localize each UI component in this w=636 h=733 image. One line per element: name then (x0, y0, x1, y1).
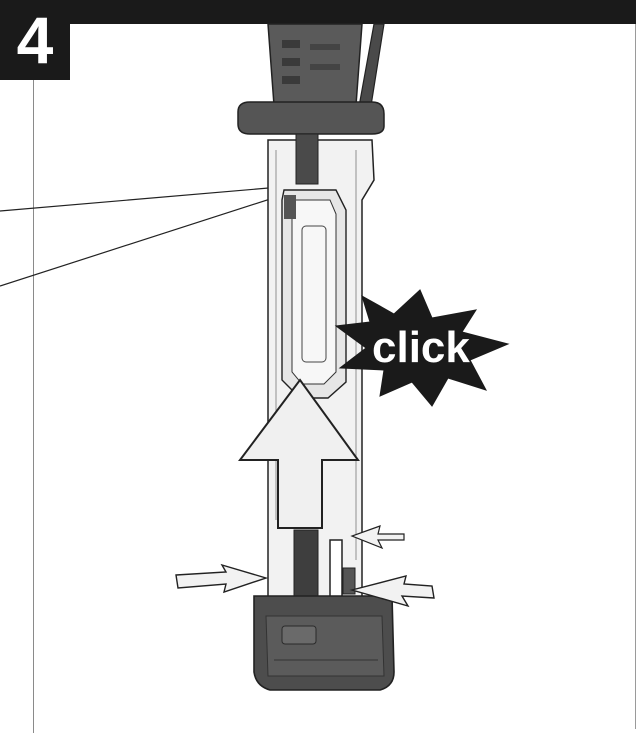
leader-line-upper (0, 185, 293, 212)
tool-handle (237, 23, 385, 135)
leader-lines (0, 185, 293, 287)
click-callout: click (334, 289, 510, 407)
up-arrow-icon (238, 378, 360, 529)
right-upper-arrow-icon (350, 525, 405, 550)
burst-shape (334, 289, 510, 407)
step-number-badge: 4 (0, 0, 70, 80)
left-squeeze-arrow-icon (175, 563, 269, 594)
left-margin-rule (33, 80, 34, 733)
right-squeeze-arrow-icon (349, 575, 435, 608)
header-bar (0, 0, 636, 24)
leader-line-lower (0, 191, 293, 287)
battery-pack (253, 595, 395, 691)
light-body (267, 133, 375, 611)
click-label: click (372, 323, 470, 372)
